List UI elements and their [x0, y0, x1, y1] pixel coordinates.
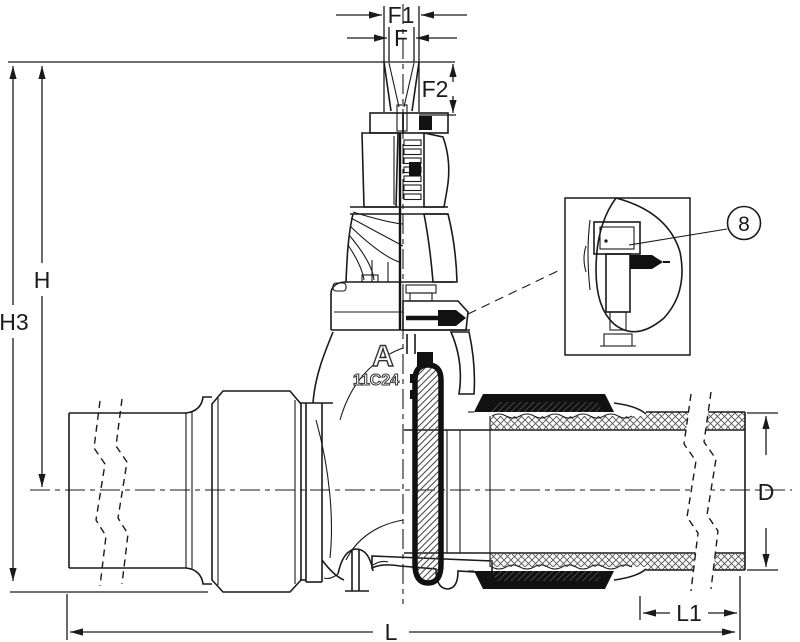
detail-box [564, 197, 691, 356]
bonnet-and-stem [330, 61, 470, 331]
pointing-bolt [406, 310, 466, 326]
dimension-h3: H3 [0, 66, 29, 581]
bonnet-dome [345, 211, 458, 283]
pipe-wall-in-bell-top [490, 416, 646, 430]
bonnet-flange [330, 281, 470, 331]
right-socket-bell [468, 394, 647, 589]
dimension-f2: F2 [422, 64, 457, 113]
stem-collar [369, 112, 449, 134]
dim-label-h: H [34, 267, 51, 293]
dimension-f1: F1 [336, 2, 467, 28]
stem-seal [419, 116, 432, 130]
detail-bolt [593, 221, 670, 331]
inlet-hub [305, 403, 323, 583]
valve-body-left: A 11C24 [312, 331, 404, 592]
pipe-break-symbol-right [683, 391, 719, 592]
dim-label-f: F [394, 25, 408, 51]
cast-marking: A 11C24 [352, 339, 399, 389]
dimension-f: F [347, 25, 457, 51]
body-foot-rib [323, 548, 389, 592]
stem-threads [403, 139, 422, 201]
dim-label-d: D [758, 479, 775, 505]
left-socket-bell [185, 390, 333, 593]
detail-view: 8 [467, 197, 762, 356]
callout-number: 8 [738, 213, 750, 236]
detail-leader-dashed [467, 268, 563, 315]
detail-bolt-tip [630, 255, 663, 269]
dim-label-f1: F1 [388, 2, 415, 28]
dim-label-l: L [385, 619, 398, 642]
callout-circle [726, 205, 762, 241]
dim-label-h3: H3 [0, 309, 29, 335]
cast-code: 11C24 [353, 372, 399, 389]
dimension-l: L [70, 619, 735, 642]
body-bottom-wall [371, 555, 493, 590]
right-pipe [646, 391, 746, 592]
left-pipe [68, 398, 187, 587]
operating-nut [383, 61, 420, 132]
rubber-wedge [406, 334, 444, 586]
pipe-wall-in-bell-bottom [490, 553, 646, 567]
bonnet-neck [361, 132, 450, 330]
callout-leader [628, 228, 728, 246]
cast-logo: A [372, 340, 394, 373]
dim-label-f2: F2 [422, 76, 449, 102]
dimension-l1: L1 [643, 600, 737, 626]
dim-label-l1: L1 [676, 600, 702, 626]
dimension-h: H [34, 66, 51, 487]
pipe-break-symbol-left [93, 398, 129, 587]
dimension-d: D [758, 416, 775, 567]
reference-lines [8, 6, 778, 640]
